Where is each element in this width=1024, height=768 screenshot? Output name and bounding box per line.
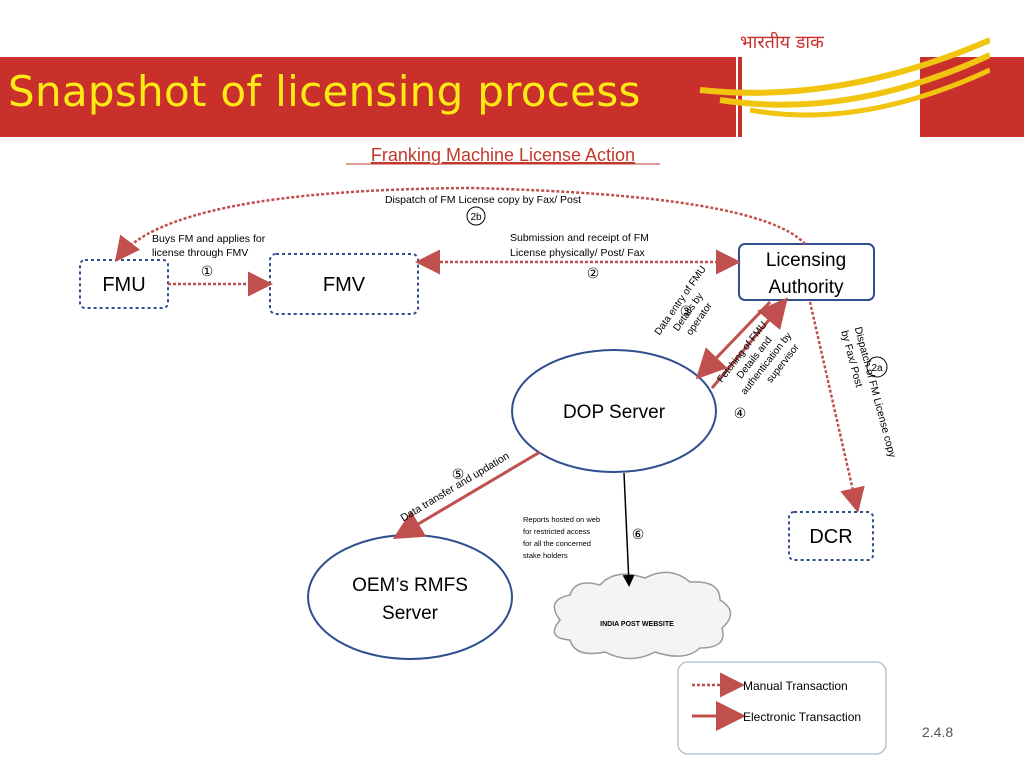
licensing-authority-label-line1: Licensing bbox=[766, 250, 846, 271]
step2a-number: 2a bbox=[871, 363, 883, 374]
edge-dop-website bbox=[622, 472, 635, 587]
oem-rmfs-server-node: OEM’s RMFS Server bbox=[307, 534, 513, 660]
dcr-label: DCR bbox=[809, 526, 852, 548]
step4-number: ④ bbox=[734, 405, 747, 421]
step2-label-line2: License physically/ Post/ Fax bbox=[510, 247, 646, 259]
edge-dop-oem bbox=[392, 450, 541, 540]
step6-label-line4: stake holders bbox=[523, 551, 568, 560]
step2-label-line1: Submission and receipt of FM bbox=[510, 232, 649, 244]
fmu-node: FMU bbox=[79, 259, 169, 309]
edge-licensing-authority-fmu bbox=[114, 186, 806, 262]
dcr-node: DCR bbox=[788, 511, 874, 561]
edge-dop-licensing-authority bbox=[710, 297, 788, 389]
slide-number: 2.4.8 bbox=[922, 724, 954, 740]
dop-server-node: DOP Server bbox=[511, 349, 717, 473]
fmv-node: FMV bbox=[269, 253, 419, 315]
step2-number: ② bbox=[587, 265, 600, 281]
step1-label-line2: license through FMV bbox=[152, 247, 248, 259]
step6-label-line2: for restricted access bbox=[523, 527, 590, 536]
step1-label-line1: Buys FM and applies for bbox=[152, 233, 266, 245]
licensing-authority-node: Licensing Authority bbox=[738, 243, 875, 301]
legend-electronic-label: Electronic Transaction bbox=[743, 710, 861, 724]
fmv-label: FMV bbox=[323, 274, 366, 296]
india-post-website-label: INDIA POST WEBSITE bbox=[600, 621, 674, 628]
india-post-logo bbox=[699, 37, 990, 137]
step5-number: ⑤ bbox=[452, 466, 465, 482]
logo-panel bbox=[736, 57, 924, 137]
step5-label: Data transfer and updation bbox=[399, 450, 512, 524]
licensing-authority-label-line2: Authority bbox=[769, 277, 844, 298]
step2b-label: Dispatch of FM License copy by Fax/ Post bbox=[385, 194, 581, 206]
slide-title: Snapshot of licensing process bbox=[8, 67, 641, 116]
oem-label-line2: Server bbox=[382, 603, 439, 624]
step6-label-line3: for all the concerned bbox=[523, 539, 591, 548]
edge-licensing-authority-dcr bbox=[808, 301, 865, 513]
step2a-label-line1: Dispatch of FM License copy bbox=[852, 325, 899, 459]
fmu-label: FMU bbox=[102, 274, 145, 296]
step6-label-line1: Reports hosted on web bbox=[523, 515, 600, 524]
step1-number: ① bbox=[201, 263, 214, 279]
diagram-heading: Franking Machine License Action bbox=[371, 145, 635, 165]
legend-manual-label: Manual Transaction bbox=[743, 679, 848, 693]
dop-server-label: DOP Server bbox=[563, 402, 666, 423]
india-post-website-node: INDIA POST WEBSITE bbox=[553, 571, 732, 660]
step2b-number: 2b bbox=[470, 212, 482, 223]
step3-number: ③ bbox=[680, 303, 693, 319]
logo-text: भारतीय डाक bbox=[740, 32, 824, 53]
oem-label-line1: OEM’s RMFS bbox=[352, 575, 468, 596]
step6-number: ⑥ bbox=[632, 526, 645, 542]
legend: Manual Transaction Electronic Transactio… bbox=[677, 661, 887, 755]
